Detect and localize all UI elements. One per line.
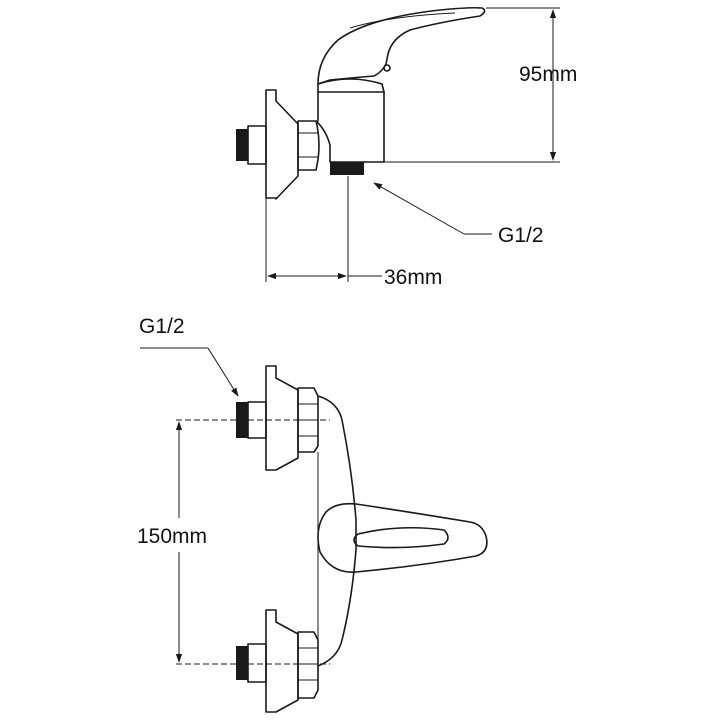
outlet-thread-callout: G1/2 xyxy=(373,182,544,247)
front-view xyxy=(176,365,488,713)
side-body xyxy=(315,91,385,163)
front-lever-slot xyxy=(353,526,449,549)
depth-dimension: 36mm xyxy=(265,176,442,289)
outlet-thread-label: G1/2 xyxy=(498,224,544,247)
spacing-dimension-label: 150mm xyxy=(137,525,207,548)
height-dimension: 95mm xyxy=(384,7,577,163)
front-lever-handle xyxy=(317,502,488,573)
front-body-column xyxy=(317,395,357,667)
side-lever-handle xyxy=(317,6,486,85)
side-outlet-thread xyxy=(330,162,364,175)
side-thread-connector xyxy=(236,125,267,165)
side-wall-flange xyxy=(265,89,299,200)
upper-connection xyxy=(236,365,319,471)
lower-connection xyxy=(236,609,319,713)
height-dimension-label: 95mm xyxy=(519,63,577,86)
spacing-dimension: 150mm xyxy=(132,421,232,663)
depth-dimension-label: 36mm xyxy=(384,266,442,289)
side-nut xyxy=(297,120,320,171)
inlet-thread-label: G1/2 xyxy=(139,315,185,338)
side-view xyxy=(236,6,486,200)
inlet-thread-callout: G1/2 xyxy=(139,315,239,397)
